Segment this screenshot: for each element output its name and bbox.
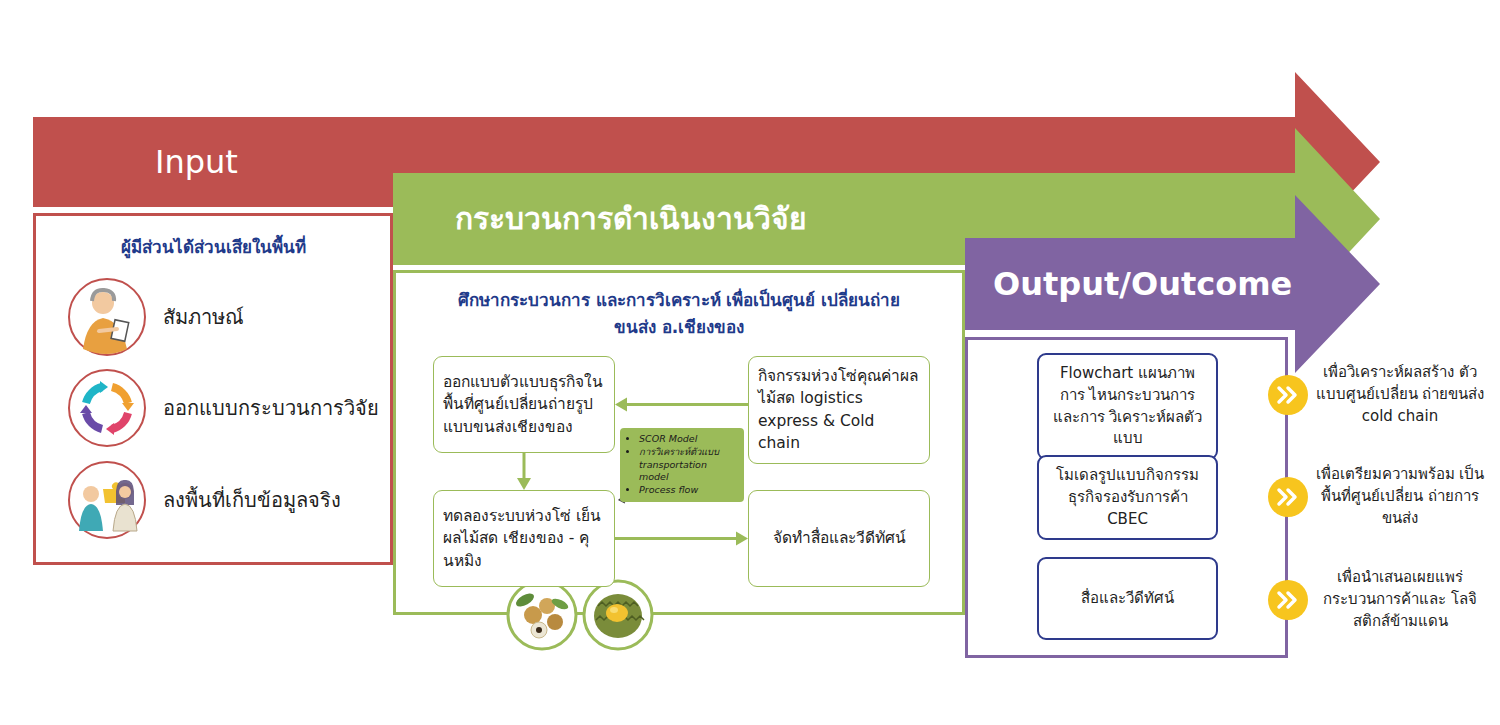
box-text: Flowchart แผนภาพการ ไหนกระบวนการและการ ว…	[1048, 363, 1207, 450]
process-panel: ศึกษากระบวนการ และการวิเคราะห์ เพื่อเป็น…	[393, 270, 965, 615]
box-text: กิจกรรมห่วงโซ่คุณค่าผล ไม้สด logistics e…	[758, 365, 920, 455]
output-box: โมเดลรูปแบบกิจกรรม ธุรกิจรองรับการค้า CB…	[1037, 455, 1218, 540]
box-text: จัดทำสื่อและวีดีทัศน์	[758, 527, 920, 549]
item-text: ลงพื้นที่เก็บข้อมูลจริง	[163, 480, 341, 520]
stakeholder-item: สัมภาษณ์	[163, 297, 244, 337]
chevron-bullet	[1268, 580, 1308, 620]
longan-icon	[508, 581, 576, 649]
process-box: ออกแบบตัวแบบธุรกิจใน พื้นที่ศูนย์เปลี่ยน…	[433, 356, 615, 453]
cycle-icon	[69, 370, 145, 446]
item-text: ออกแบบกระบวนการวิจัย	[163, 388, 379, 428]
box-text: ทดลองระบบห่วงโซ่ เย็นผลไม้สด เชียงของ - …	[443, 505, 605, 572]
method-item: การวิเคราะห์ตัวแบบ transportation model	[639, 446, 739, 483]
panel-heading: ศึกษากระบวนการ และการวิเคราะห์ เพื่อเป็น…	[446, 287, 912, 341]
chevron-bullet	[1268, 375, 1308, 415]
durian-icon	[584, 581, 652, 649]
interview-icon	[69, 279, 145, 355]
method-item: SCOR Model	[639, 433, 739, 445]
band-title: Output/Outcome	[993, 238, 1292, 330]
band-title: Input	[155, 117, 238, 207]
panel-heading: ผู้มีส่วนได้ส่วนเสียในพื้นที่	[48, 234, 378, 261]
output-box: Flowchart แผนภาพการ ไหนกระบวนการและการ ว…	[1037, 353, 1218, 460]
box-text: สื่อและวีดีทัศน์	[1048, 588, 1207, 610]
flow-arrow	[615, 398, 748, 412]
stakeholder-panel: ผู้มีส่วนได้ส่วนเสียในพื้นที่สัมภาษณ์ออก…	[33, 213, 393, 565]
method-list: SCOR Modelการวิเคราะห์ตัวแบบ transportat…	[626, 433, 739, 497]
band-title: กระบวนการดำเนินงานวิจัย	[455, 173, 807, 265]
fieldwork-icon	[69, 462, 145, 538]
box-text: ออกแบบตัวแบบธุรกิจใน พื้นที่ศูนย์เปลี่ยน…	[443, 371, 605, 438]
flow-arrow	[615, 532, 748, 546]
item-text: สัมภาษณ์	[163, 297, 244, 337]
method-note: SCOR Modelการวิเคราะห์ตัวแบบ transportat…	[620, 428, 744, 502]
output-box: สื่อและวีดีทัศน์	[1037, 557, 1218, 640]
box-text: โมเดลรูปแบบกิจกรรม ธุรกิจรองรับการค้า CB…	[1048, 465, 1207, 530]
flow-arrow	[517, 453, 531, 490]
purpose-note: เพื่อวิเคราะห์ผลสร้าง ตัวแบบศูนย์เปลี่ยน…	[1314, 362, 1486, 427]
process-box: ทดลองระบบห่วงโซ่ เย็นผลไม้สด เชียงของ - …	[433, 490, 615, 587]
arrow-fill	[965, 195, 1380, 373]
output-arrow-band: Output/Outcome	[965, 195, 1380, 373]
purpose-note: เพื่อเตรียมความพร้อม เป็นพื้นที่ศูนย์เปล…	[1314, 464, 1486, 529]
process-box: จัดทำสื่อและวีดีทัศน์	[748, 490, 930, 587]
stakeholder-item: ลงพื้นที่เก็บข้อมูลจริง	[163, 480, 341, 520]
purpose-note: เพื่อนำเสนอเผยแพร่ กระบวนการค้าและ โลจิส…	[1314, 567, 1486, 632]
method-item: Process flow	[639, 484, 739, 496]
process-box: กิจกรรมห่วงโซ่คุณค่าผล ไม้สด logistics e…	[748, 356, 930, 464]
stakeholder-item: ออกแบบกระบวนการวิจัย	[163, 388, 379, 428]
output-panel	[967, 339, 1287, 657]
stakeholder-icons	[33, 213, 393, 565]
chevron-bullet	[1268, 477, 1308, 517]
